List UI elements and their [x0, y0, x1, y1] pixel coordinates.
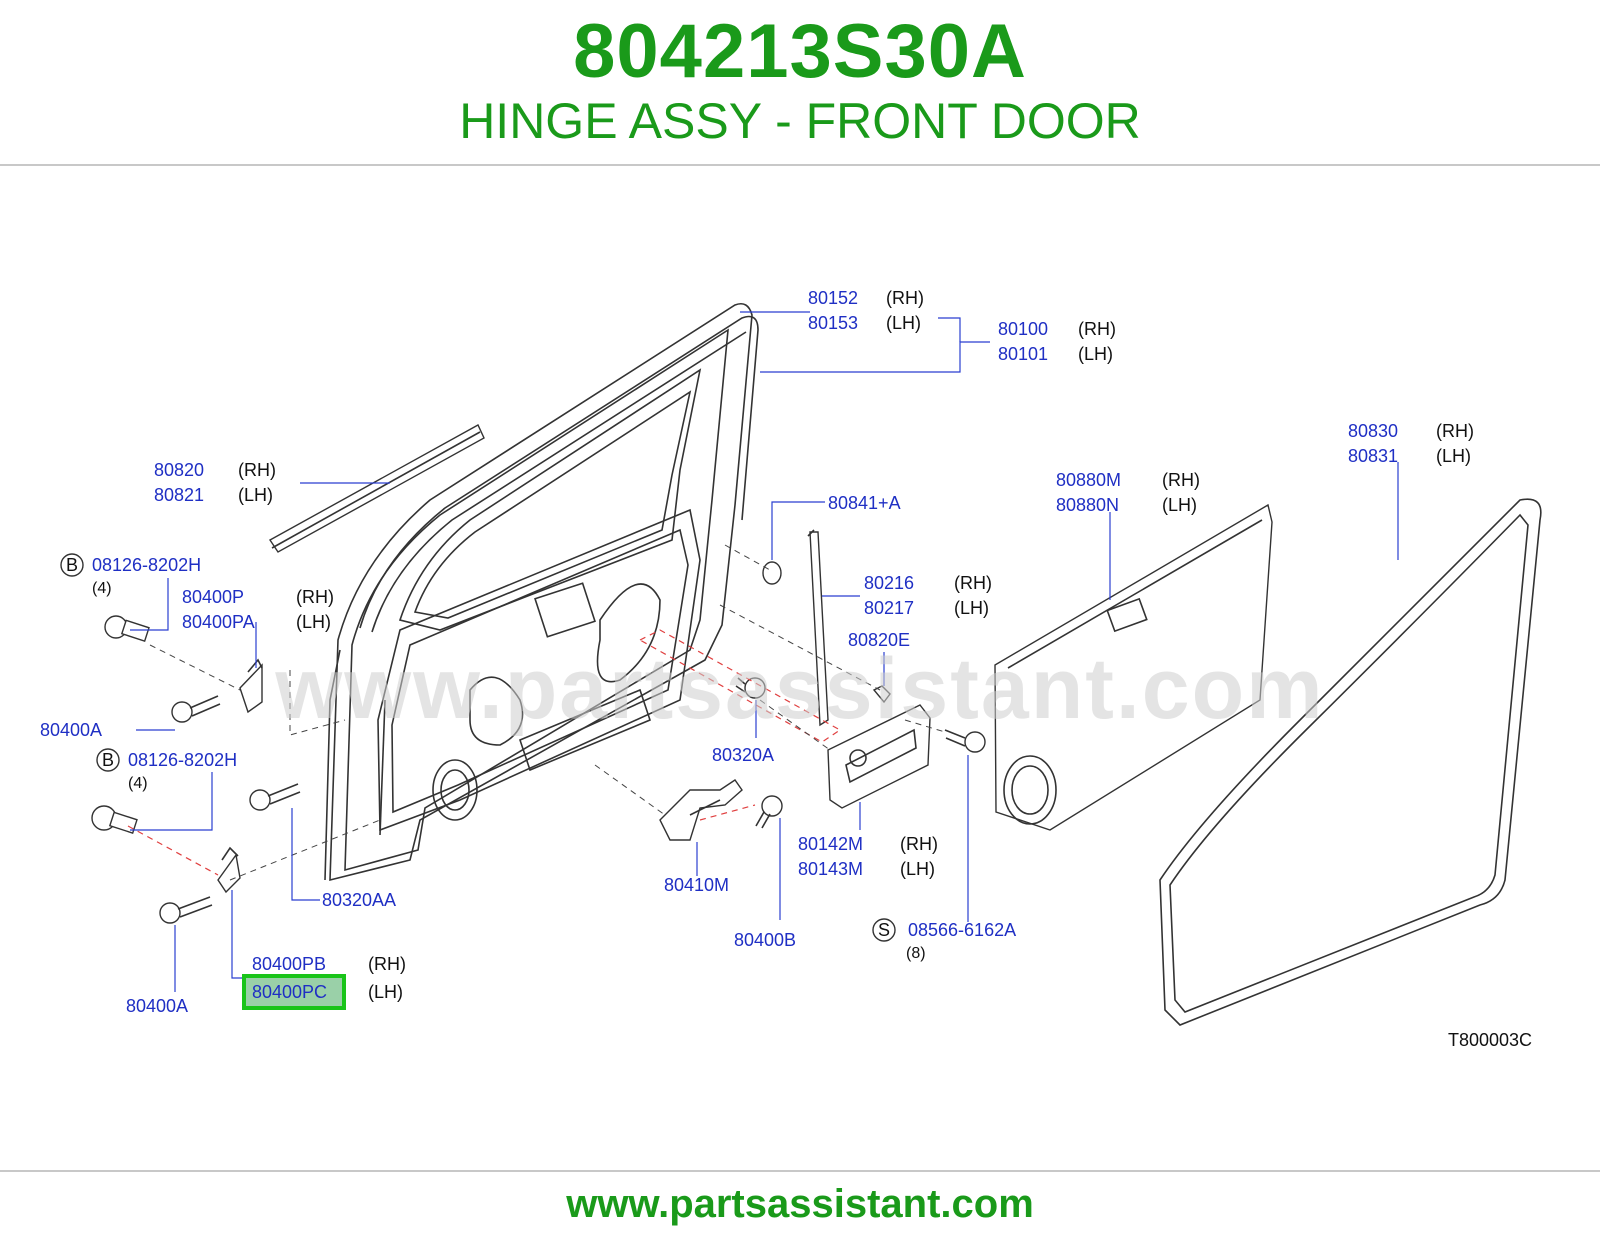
- hinge-lower-drawing: [217, 846, 241, 894]
- side-80152: (RH): [886, 288, 924, 308]
- diagram-code: T800003C: [1448, 1030, 1532, 1050]
- page-title: 804213S30A: [573, 9, 1027, 94]
- label-80400pb[interactable]: 80400PB: [252, 954, 326, 974]
- highlighted-part-box: [242, 974, 346, 1010]
- label-08126-upper[interactable]: 08126-8202H: [92, 555, 201, 575]
- sash-channel-drawing: [807, 529, 829, 727]
- door-frame-drawing: [324, 302, 759, 882]
- side-80400pb: (RH): [368, 954, 406, 974]
- label-80831[interactable]: 80831: [1348, 446, 1398, 466]
- side-80831: (LH): [1436, 446, 1471, 466]
- bolt-08126-lower-drawing: [91, 805, 138, 834]
- bolt-80400a-upper-drawing: [171, 695, 221, 723]
- qty-08126-lower: (4): [128, 775, 148, 792]
- label-80841a[interactable]: 80841+A: [828, 493, 901, 513]
- label-80153[interactable]: 80153: [808, 313, 858, 333]
- side-80100: (RH): [1078, 319, 1116, 339]
- bolt-08126-upper-drawing: [104, 615, 150, 642]
- label-80410m[interactable]: 80410M: [664, 875, 729, 895]
- part-labels: 80152 (RH) 80153 (LH) 80100 (RH) 80101 (…: [40, 288, 1532, 1050]
- label-80821[interactable]: 80821: [154, 485, 204, 505]
- label-80320aa[interactable]: 80320AA: [322, 890, 396, 910]
- badge-s-text: S: [878, 920, 890, 940]
- label-80820e[interactable]: 80820E: [848, 630, 910, 650]
- hinge-upper-drawing: [239, 658, 263, 714]
- bolt-80400b-drawing: [755, 795, 783, 829]
- label-80100[interactable]: 80100: [998, 319, 1048, 339]
- footer-divider: [0, 1170, 1600, 1172]
- bolt-80320aa-drawing: [249, 783, 301, 811]
- qty-08566: (8): [906, 945, 926, 962]
- side-80880n: (LH): [1162, 495, 1197, 515]
- watermark: www.partsassistant.com: [275, 641, 1325, 737]
- side-80880m: (RH): [1162, 470, 1200, 490]
- label-80400pc[interactable]: 80400PC: [252, 982, 327, 1002]
- side-80400pa: (LH): [296, 612, 331, 632]
- badge-b-lower-text: B: [102, 750, 114, 770]
- label-80830[interactable]: 80830: [1348, 421, 1398, 441]
- side-80400pc: (LH): [368, 982, 403, 1002]
- label-80143m[interactable]: 80143M: [798, 859, 863, 879]
- side-80400p: (RH): [296, 587, 334, 607]
- inside-handle-drawing: [827, 704, 931, 809]
- label-80101[interactable]: 80101: [998, 344, 1048, 364]
- grommet-drawing: [762, 561, 782, 585]
- side-80153: (LH): [886, 313, 921, 333]
- page-subtitle: HINGE ASSY - FRONT DOOR: [459, 93, 1141, 149]
- badge-s: [872, 918, 896, 942]
- label-80142m[interactable]: 80142M: [798, 834, 863, 854]
- label-80400a-lower[interactable]: 80400A: [126, 996, 188, 1016]
- badge-b-upper-text: B: [66, 555, 78, 575]
- label-80880n[interactable]: 80880N: [1056, 495, 1119, 515]
- bolt-80320a-drawing: [735, 677, 766, 699]
- side-80143m: (LH): [900, 859, 935, 879]
- door-weatherstrip-drawing: [1159, 498, 1542, 1026]
- label-80320a[interactable]: 80320A: [712, 745, 774, 765]
- door-trim-panel-drawing: [994, 503, 1273, 831]
- header-divider: [0, 164, 1600, 166]
- side-80216: (RH): [954, 573, 992, 593]
- side-80217: (LH): [954, 598, 989, 618]
- side-80830: (RH): [1436, 421, 1474, 441]
- badge-b-lower: [96, 748, 120, 772]
- label-80400pa[interactable]: 80400PA: [182, 612, 255, 632]
- label-80400p[interactable]: 80400P: [182, 587, 244, 607]
- side-80821: (LH): [238, 485, 273, 505]
- label-08126-lower[interactable]: 08126-8202H: [128, 750, 237, 770]
- badge-b-upper: [60, 553, 84, 577]
- side-80820: (RH): [238, 460, 276, 480]
- label-80820[interactable]: 80820: [154, 460, 204, 480]
- qty-08126-upper: (4): [92, 580, 112, 597]
- side-80101: (LH): [1078, 344, 1113, 364]
- label-80217[interactable]: 80217: [864, 598, 914, 618]
- alignment-lines: [127, 544, 946, 881]
- window-molding-strip: [268, 424, 485, 553]
- clip-drawing: [872, 685, 891, 704]
- label-80400b[interactable]: 80400B: [734, 930, 796, 950]
- label-80152[interactable]: 80152: [808, 288, 858, 308]
- footer-url[interactable]: www.partsassistant.com: [566, 1182, 1034, 1226]
- label-80400a-upper[interactable]: 80400A: [40, 720, 102, 740]
- label-08566[interactable]: 08566-6162A: [908, 920, 1016, 940]
- door-check-link-drawing: [659, 779, 743, 841]
- side-80142m: (RH): [900, 834, 938, 854]
- label-80216[interactable]: 80216: [864, 573, 914, 593]
- label-80880m[interactable]: 80880M: [1056, 470, 1121, 490]
- bolt-80400a-lower-drawing: [159, 896, 213, 924]
- screw-08566-drawing: [944, 729, 986, 753]
